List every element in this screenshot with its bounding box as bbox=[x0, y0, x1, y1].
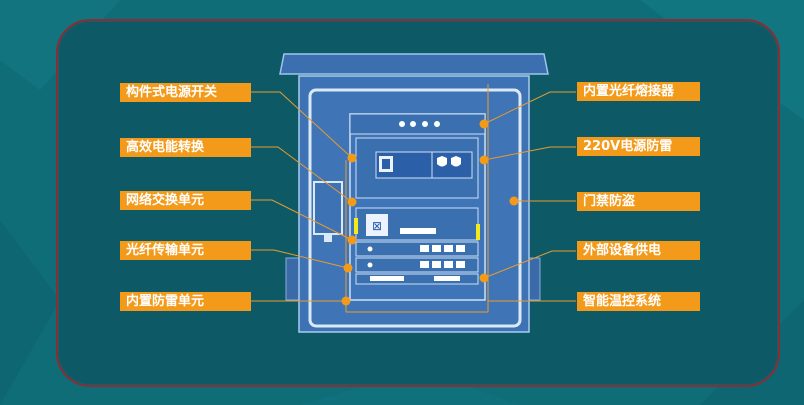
dot-power-lightning bbox=[479, 155, 489, 165]
dot-fiber-splicer bbox=[479, 119, 489, 129]
dot-door-antitheft bbox=[509, 196, 519, 206]
label-external-power-supply: 外部设备供电 bbox=[577, 241, 700, 260]
label-smart-temp-control: 智能温控系统 bbox=[577, 292, 700, 311]
yellow-marker-right bbox=[476, 224, 480, 240]
label-efficient-power-conversion: 高效电能转换 bbox=[120, 138, 251, 157]
label-power-lightning-protection: 220V电源防雷 bbox=[577, 137, 700, 156]
label-builtin-fiber-splicer: 内置光纤熔接器 bbox=[577, 82, 700, 101]
yellow-marker-left bbox=[354, 218, 358, 234]
label-builtin-lightning-unit: 内置防雷单元 bbox=[120, 292, 251, 311]
label-network-switch-unit: 网络交换单元 bbox=[120, 191, 251, 210]
dot-lightning-unit bbox=[341, 296, 351, 306]
svg-text:⊠: ⊠ bbox=[372, 219, 382, 233]
dot-power-switch bbox=[347, 153, 357, 163]
side-lock bbox=[313, 181, 343, 235]
label-door-antitheft: 门禁防盗 bbox=[577, 192, 700, 211]
power-outlet bbox=[366, 214, 388, 236]
dot-network-switch bbox=[347, 235, 357, 245]
dot-external-power bbox=[479, 273, 489, 283]
dot-fiber-transmission bbox=[343, 263, 353, 273]
label-modular-power-switch: 构件式电源开关 bbox=[120, 83, 251, 102]
label-fiber-transmission-unit: 光纤传输单元 bbox=[120, 241, 251, 260]
dot-power-conversion bbox=[347, 197, 357, 207]
cabinet-roof bbox=[279, 53, 549, 75]
